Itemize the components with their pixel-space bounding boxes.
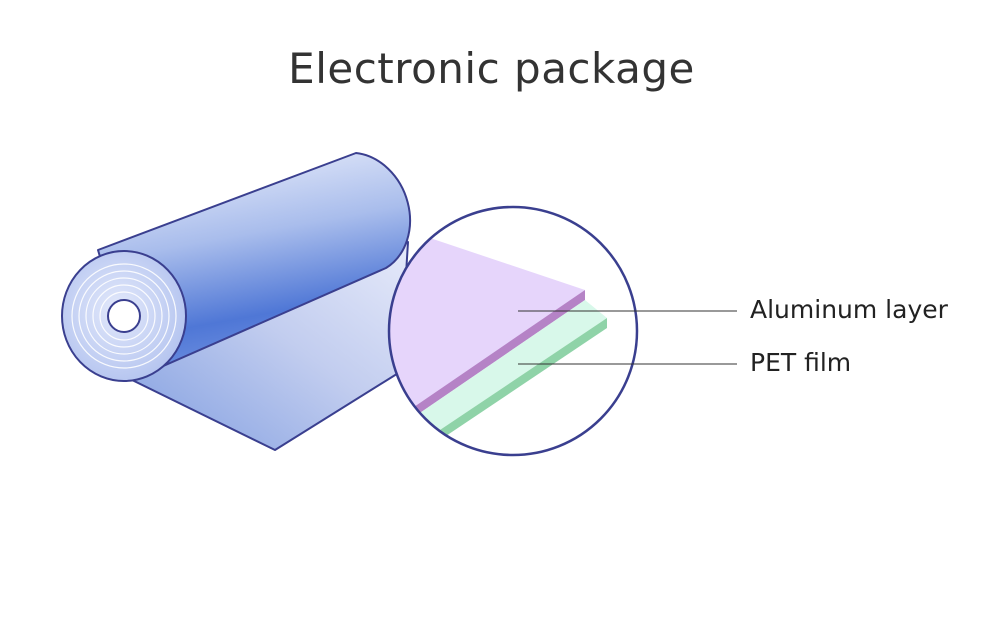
pet-film <box>395 300 607 440</box>
label-pet-film: PET film <box>750 348 852 377</box>
page-title: Electronic package <box>288 44 695 93</box>
aluminum-layer-edge <box>395 290 585 430</box>
roll-end-face <box>61 250 187 382</box>
aluminum-layer <box>389 230 585 430</box>
roll-core-hole <box>107 299 141 333</box>
magnifier-ring <box>387 205 639 457</box>
magnifier <box>387 205 639 457</box>
label-aluminum-layer: Aluminum layer <box>750 295 948 324</box>
pet-film-edge <box>425 318 607 450</box>
